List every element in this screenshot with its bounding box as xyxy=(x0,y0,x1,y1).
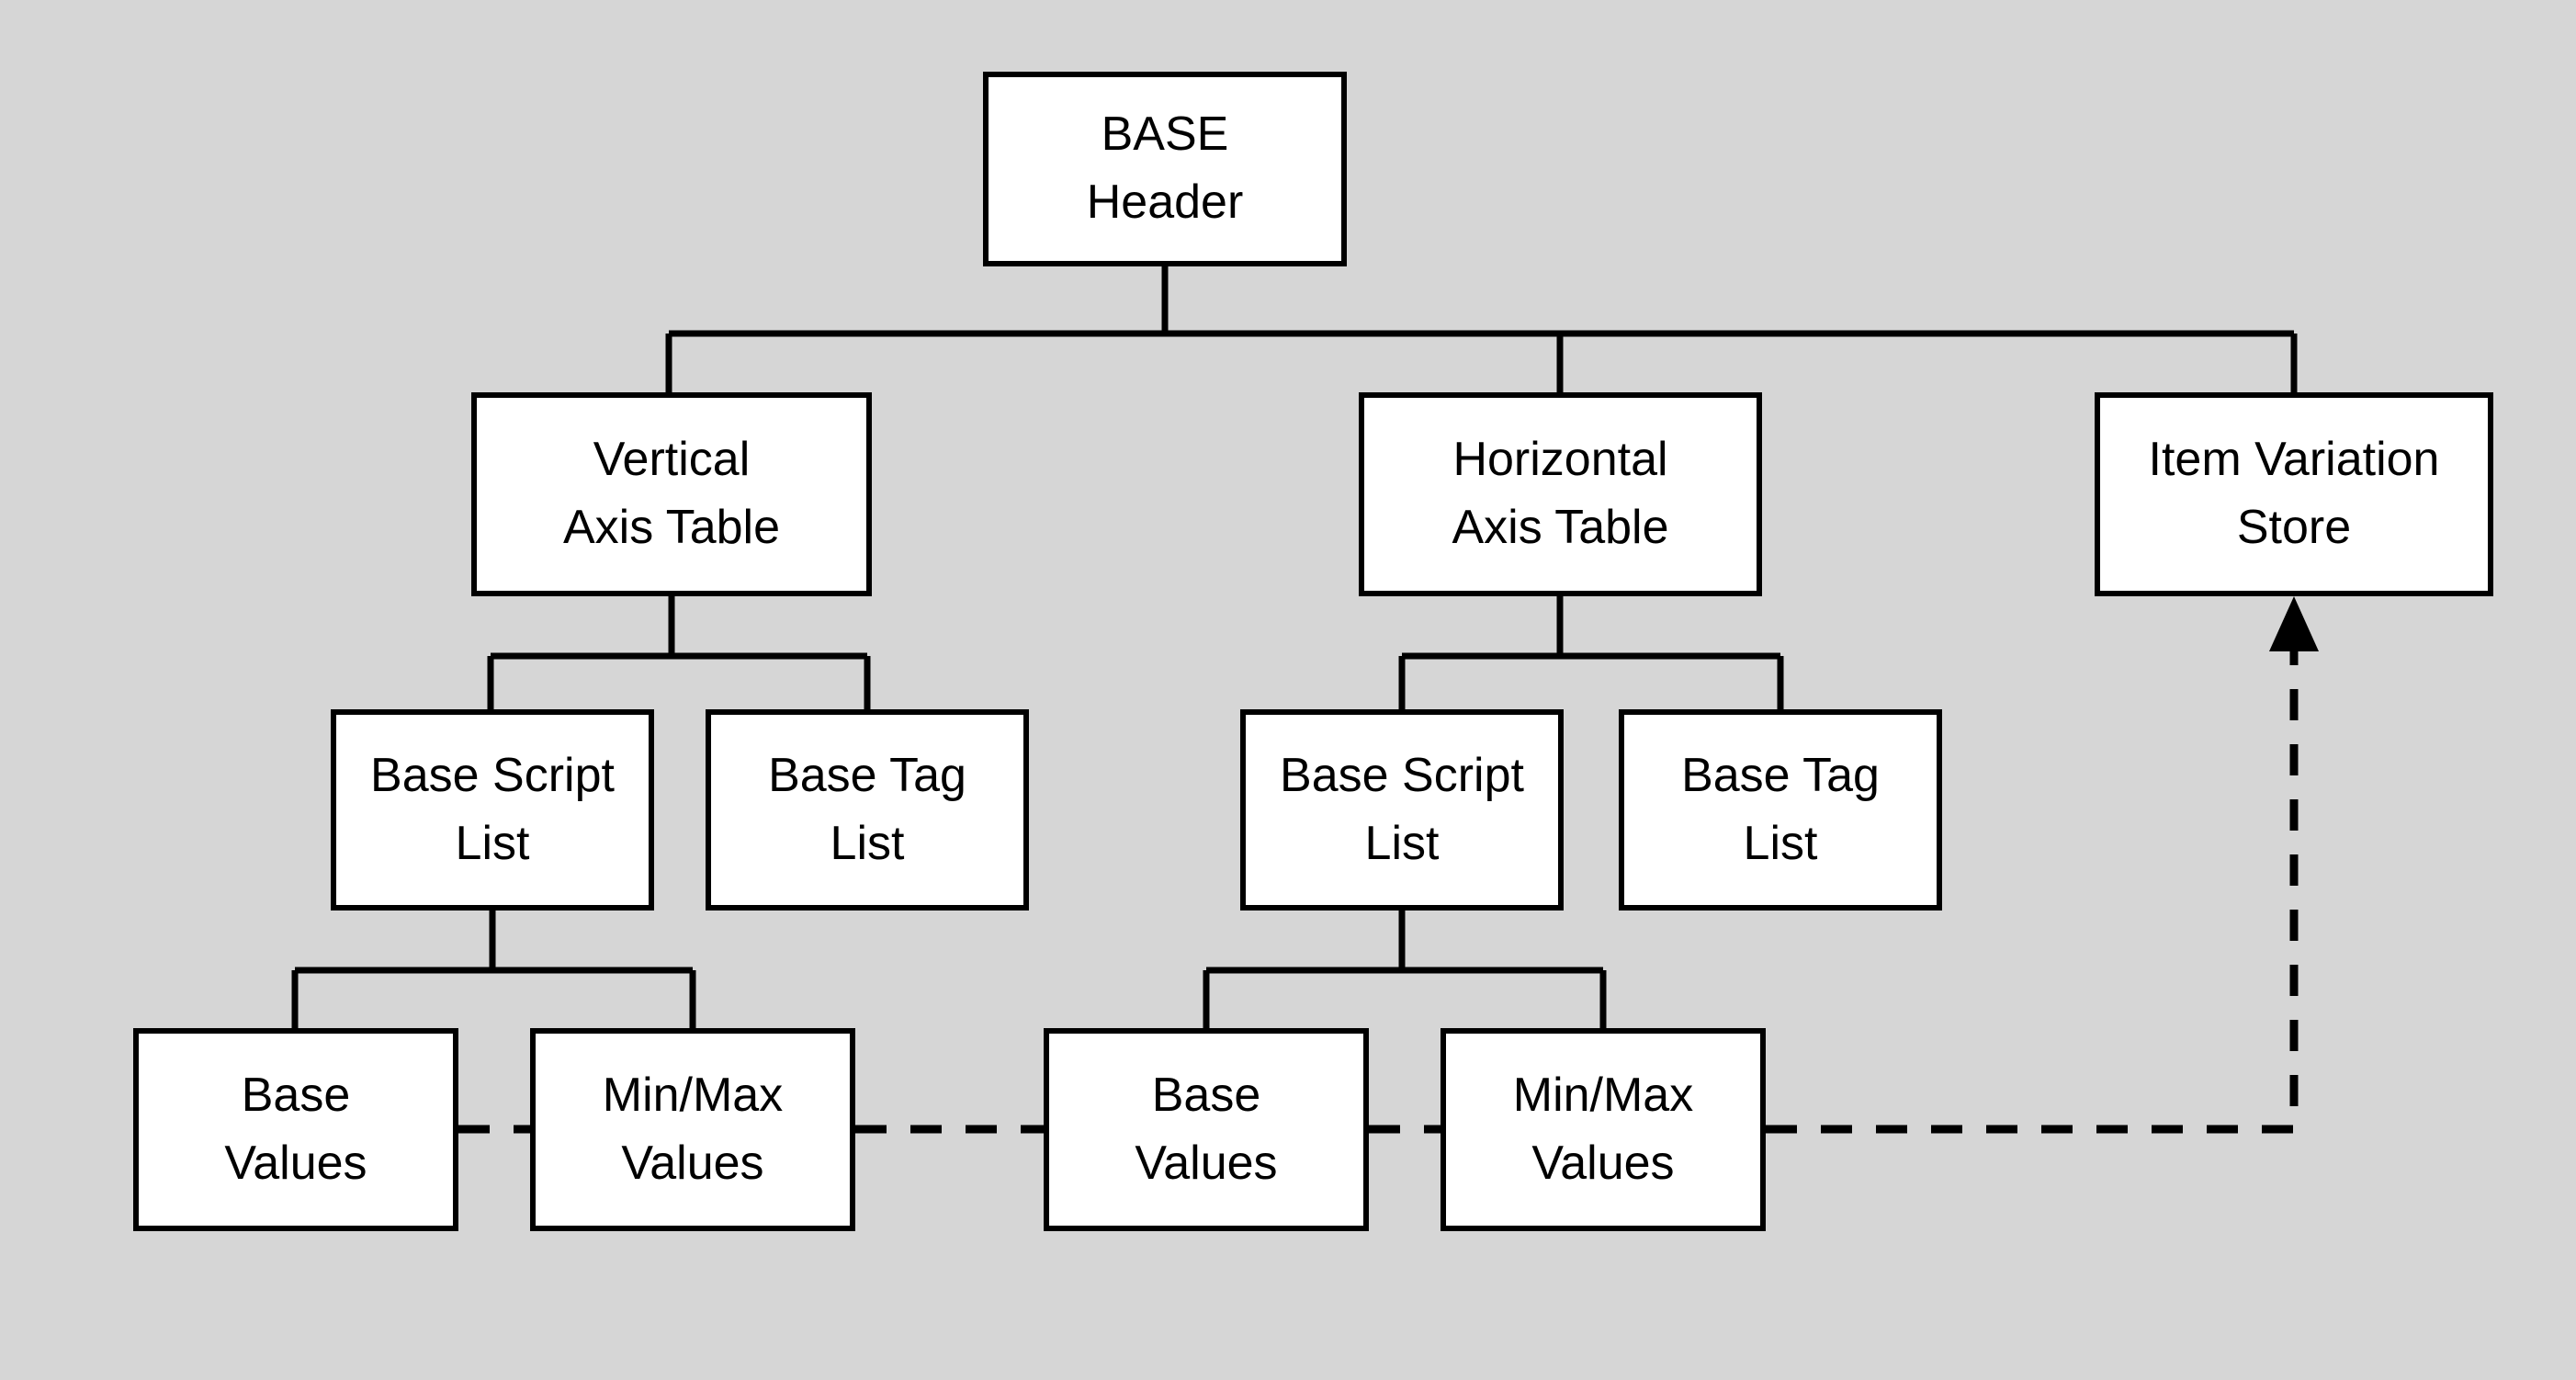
arrowhead-icon xyxy=(2269,596,2319,651)
node-label-line2: List xyxy=(1364,816,1440,870)
node-label-line2: List xyxy=(1743,816,1818,870)
node-label-line1: Horizontal xyxy=(1452,433,1668,487)
node-label-line2: Values xyxy=(1135,1136,1278,1190)
node-label-line2: List xyxy=(455,816,530,870)
node-label-line1: Base Script xyxy=(370,748,615,802)
node-label-line1: Base xyxy=(1151,1068,1261,1122)
node-label-line2: Axis Table xyxy=(562,501,781,554)
node-label-line1: Base Tag xyxy=(768,748,966,802)
node-label-line1: Min/Max xyxy=(602,1068,784,1122)
node-label-line2: Values xyxy=(621,1136,764,1190)
node-label-line1: Min/Max xyxy=(1512,1068,1694,1122)
node-label-line1: Base Script xyxy=(1280,748,1524,802)
node-label-line1: BASE xyxy=(1101,107,1229,162)
node-label-line2: Values xyxy=(224,1136,367,1190)
node-label-line1: Vertical xyxy=(593,433,751,487)
node-label-line1: Item Variation xyxy=(2148,433,2440,487)
node-base-header[interactable]: BASE Header xyxy=(983,72,1347,266)
node-label-line2: Values xyxy=(1531,1136,1675,1190)
node-label-line1: Base Tag xyxy=(1681,748,1880,802)
arrowhead-markers xyxy=(2269,596,2319,651)
node-label-line2: Axis Table xyxy=(1452,501,1669,554)
node-label-line2: Store xyxy=(2236,501,2352,554)
node-label-line2: List xyxy=(830,816,905,870)
node-label-line1: Base xyxy=(241,1068,351,1122)
solid-connectors xyxy=(291,266,2298,1028)
node-label-line2: Header xyxy=(1086,175,1244,229)
